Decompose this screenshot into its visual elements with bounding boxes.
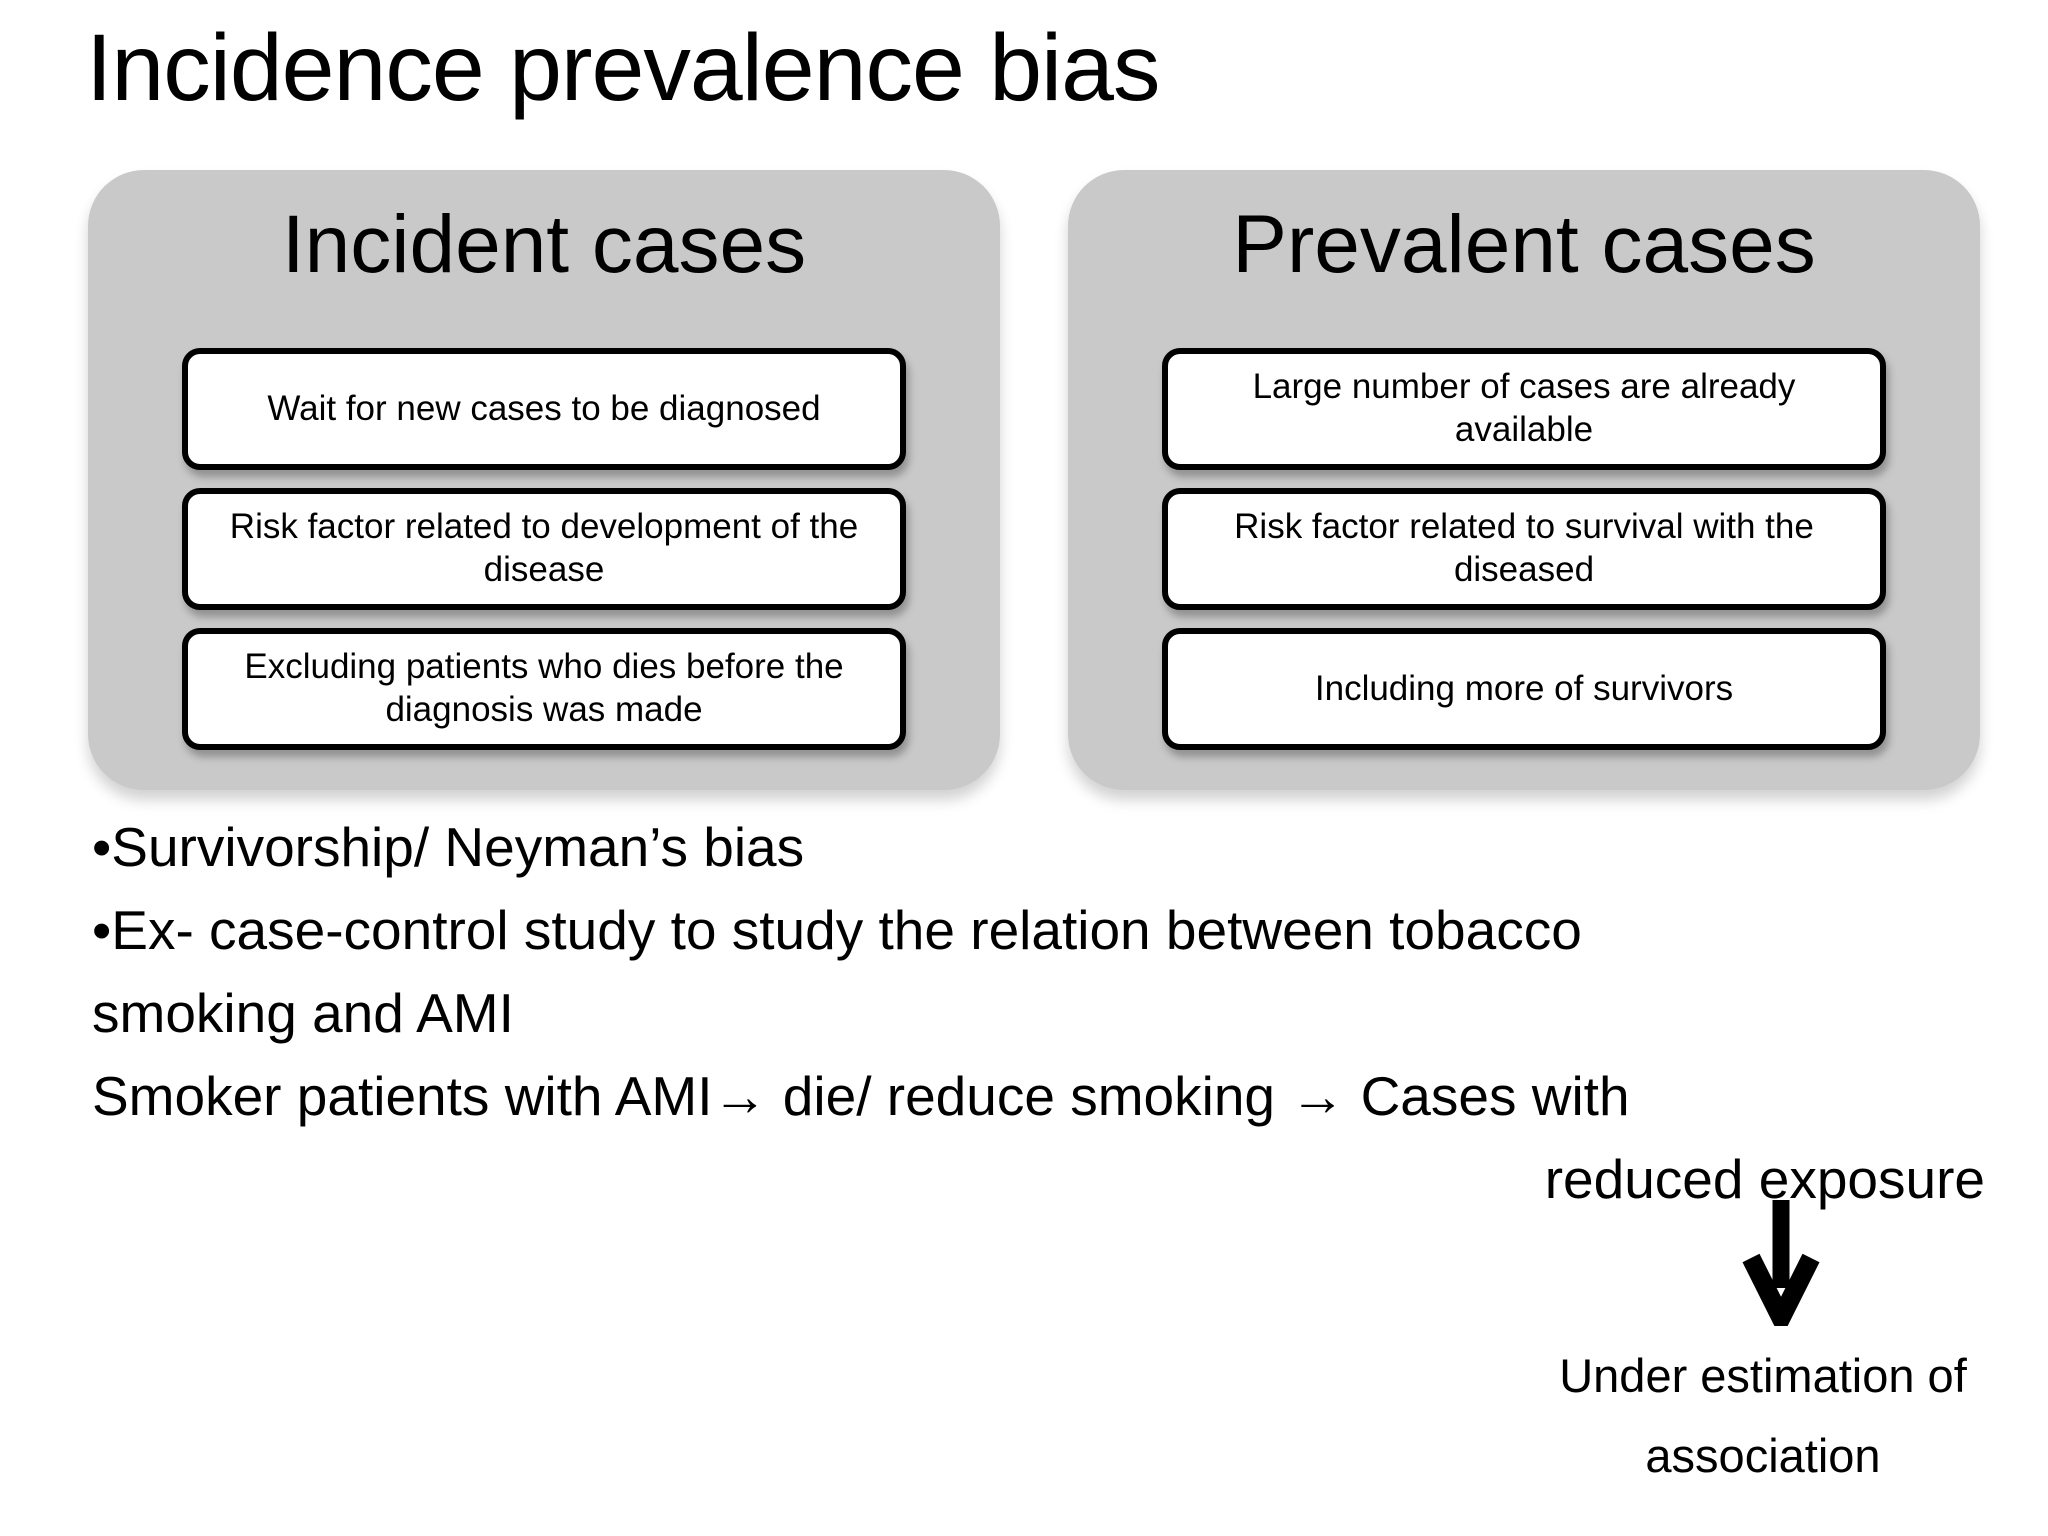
incident-box-wait-for-new-cases: Wait for new cases to be diagnosed xyxy=(182,348,906,470)
incident-cases-header: Incident cases xyxy=(281,199,807,290)
prevalent-box-risk-factor: Risk factor related to survival with the… xyxy=(1162,488,1886,610)
prevalent-cases-panel: Prevalent cases Large number of cases ar… xyxy=(1068,170,1980,790)
flow-smoker-patients-line: Smoker patients with AMI→ die/ reduce sm… xyxy=(92,1065,1630,1127)
incident-box-risk-factor: Risk factor related to development of th… xyxy=(182,488,906,610)
incident-box-excluding-patients: Excluding patients who dies before the d… xyxy=(182,628,906,750)
prevalent-box-large-number: Large number of cases are already availa… xyxy=(1162,348,1886,470)
down-arrow-icon xyxy=(1742,1200,1820,1326)
bullet-example-line-2: smoking and AMI xyxy=(92,982,514,1044)
slide-title: Incidence prevalence bias xyxy=(86,15,1160,121)
incident-cases-panel: Incident cases Wait for new cases to be … xyxy=(88,170,1000,790)
conclusion-text: Under estimation of association xyxy=(1559,1349,1967,1482)
flow-reduced-exposure-line: reduced exposure xyxy=(1544,1148,1985,1210)
bullet-survivorship: •Survivorship/ Neyman’s bias xyxy=(92,816,805,878)
prevalent-cases-header: Prevalent cases xyxy=(1232,199,1816,290)
bullet-example-line-1: •Ex- case-control study to study the rel… xyxy=(92,899,1582,961)
prevalent-box-including-survivors: Including more of survivors xyxy=(1162,628,1886,750)
body-text-block: •Survivorship/ Neyman’s bias •Ex- case-c… xyxy=(92,806,1985,1221)
